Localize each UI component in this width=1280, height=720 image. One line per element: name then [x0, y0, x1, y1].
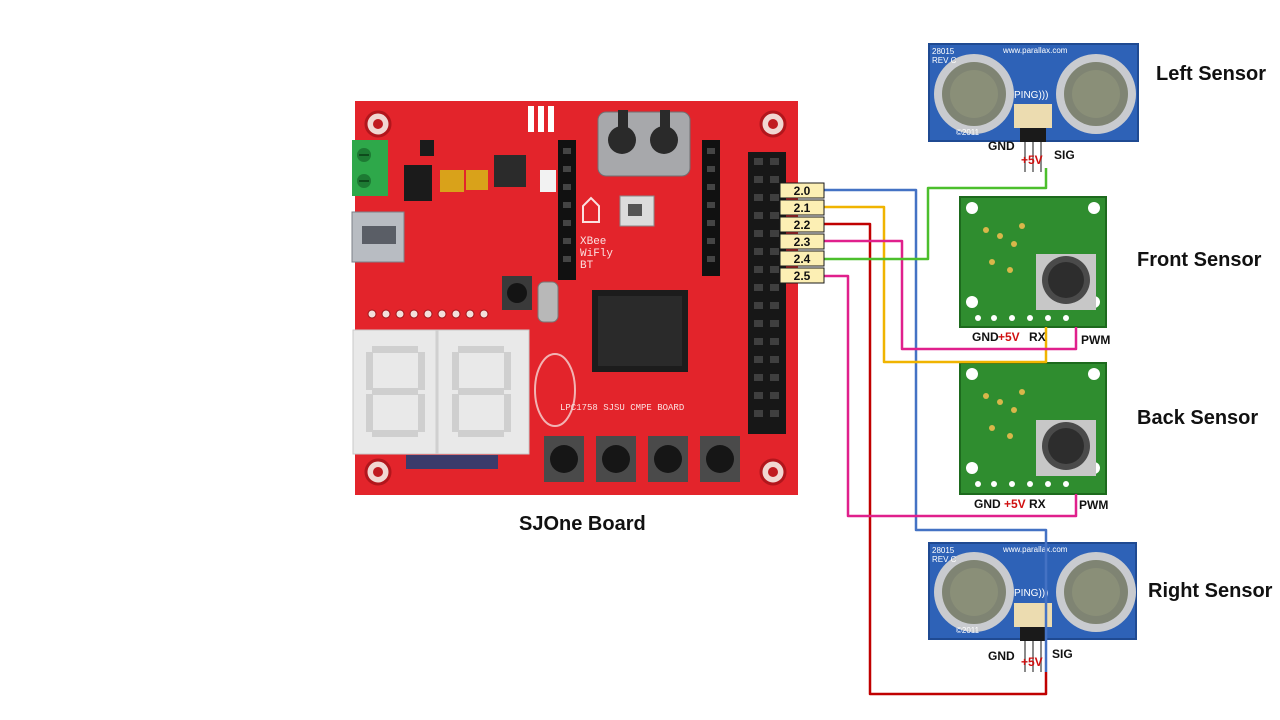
- svg-text:2.2: 2.2: [794, 218, 811, 232]
- wire-2-5: [824, 274, 1078, 518]
- seven-segment-display: [352, 329, 530, 455]
- wire-2-3: [824, 239, 1078, 351]
- back-rx-label: RX: [1029, 497, 1046, 511]
- front-sensor-title: Front Sensor: [1137, 249, 1262, 271]
- wire-2-4: [824, 168, 1048, 261]
- xbee-logo-icon: [582, 196, 600, 223]
- wire-2-2: [824, 222, 1048, 696]
- right-sensor-title: Right Sensor: [1148, 580, 1273, 602]
- right-sensor-model: 28015: [932, 546, 955, 555]
- board-silk-title: LPC1758 SJSU CMPE BOARD: [560, 403, 684, 413]
- mcu-chip: [592, 290, 688, 372]
- io-header: [748, 152, 786, 434]
- right-ping-sensor: 28015 REV C www.parallax.com PING))) ©20…: [928, 542, 1137, 672]
- svg-text:2.4: 2.4: [794, 252, 811, 266]
- right-sensor-brand: PING))): [1014, 588, 1048, 599]
- pin-label-2-5: 2.5: [779, 267, 825, 284]
- pin-label-2-0: 2.0: [779, 182, 825, 199]
- svg-text:2.5: 2.5: [794, 269, 811, 283]
- right-sig-label: SIG: [1052, 647, 1073, 661]
- left-sig-label: SIG: [1054, 148, 1075, 162]
- left-sensor-rev: REV C: [932, 56, 957, 65]
- board-caption: SJOne Board: [519, 513, 646, 535]
- left-sensor-model: 28015: [932, 47, 955, 56]
- back-pwm-label: PWM: [1079, 498, 1108, 512]
- pin-label-2-1: 2.1: [779, 199, 825, 216]
- left-gnd-label: GND: [988, 139, 1015, 153]
- left-5v-label: +5V: [1021, 153, 1043, 167]
- front-pwm-sensor: [959, 196, 1107, 328]
- front-gnd-label: GND: [972, 330, 999, 344]
- svg-text:2.3: 2.3: [794, 235, 811, 249]
- right-sensor-year: ©2011: [956, 626, 980, 635]
- right-sensor-url: www.parallax.com: [1002, 545, 1068, 554]
- left-sensor-title: Left Sensor: [1156, 63, 1266, 85]
- back-5v-label: +5V: [1004, 497, 1026, 511]
- pin-label-2-4: 2.4: [779, 250, 825, 267]
- right-5v-label: +5V: [1021, 655, 1043, 669]
- svg-text:2.1: 2.1: [794, 201, 811, 215]
- front-pwm-label: PWM: [1081, 333, 1110, 347]
- back-pwm-sensor: [959, 362, 1107, 495]
- left-sensor-url: www.parallax.com: [1002, 46, 1068, 55]
- right-sensor-rev: REV C: [932, 555, 957, 564]
- front-rx-label: RX: [1029, 330, 1046, 344]
- mounting-holes: [364, 110, 787, 486]
- svg-text:2.0: 2.0: [794, 184, 811, 198]
- back-gnd-label: GND: [974, 497, 1001, 511]
- reset-button: [502, 276, 532, 310]
- pin-label-2-2: 2.2: [779, 216, 825, 233]
- wire-2-1: [824, 205, 1048, 364]
- front-5v-label: +5V: [998, 330, 1020, 344]
- wire-2-0: [824, 188, 1048, 672]
- power-terminal: [352, 140, 388, 196]
- usb-connector: [351, 211, 405, 263]
- left-ping-sensor: 28015 REV C www.parallax.com PING))) ©20…: [928, 43, 1139, 172]
- pin-labels: 2.0 2.1 2.2 2.3 2.4 2.5: [779, 182, 825, 284]
- jtag-pads: [367, 309, 489, 319]
- pin-label-2-3: 2.3: [779, 233, 825, 250]
- left-sensor-year: ©2011: [956, 128, 980, 137]
- right-gnd-label: GND: [988, 649, 1015, 663]
- coin-cell-holder: [597, 110, 691, 177]
- left-sensor-brand: PING))): [1014, 90, 1048, 101]
- back-sensor-title: Back Sensor: [1137, 407, 1258, 429]
- push-buttons: [544, 436, 740, 482]
